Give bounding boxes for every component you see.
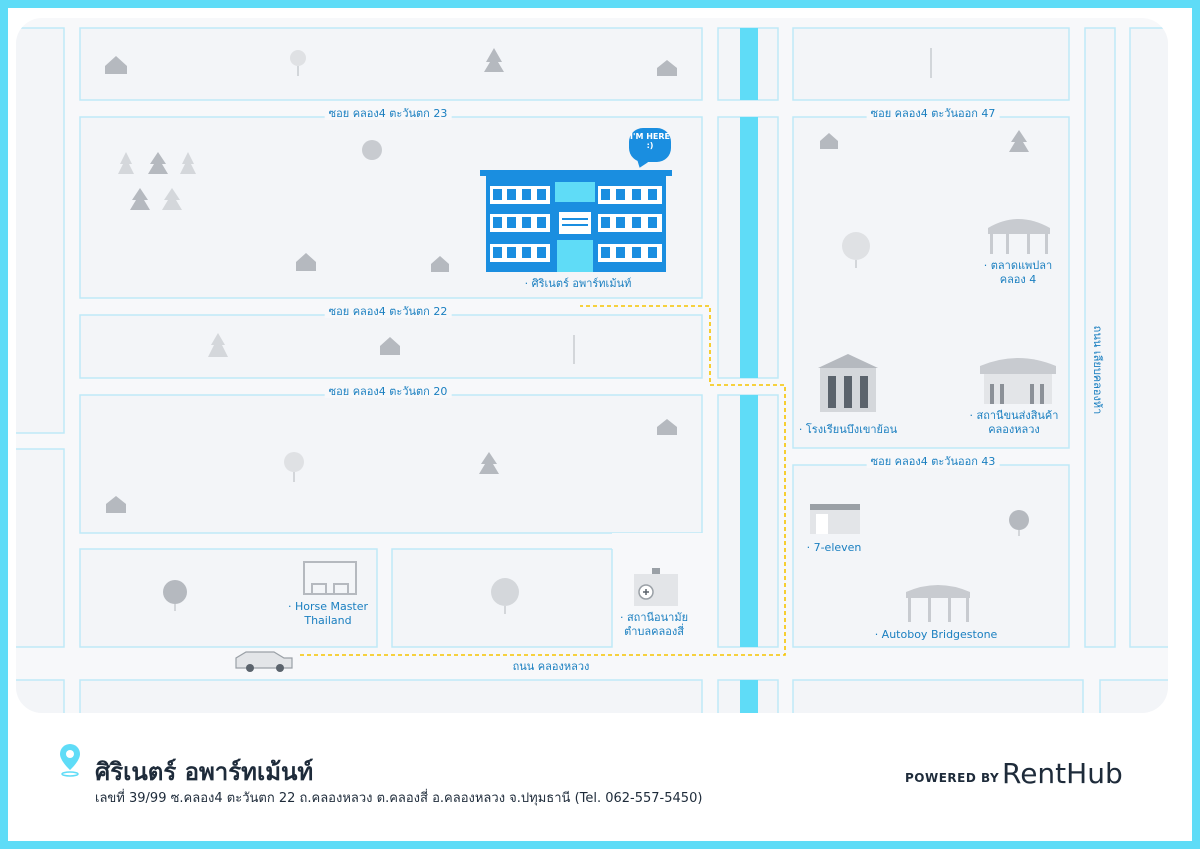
block-notch [612, 533, 704, 549]
road-label-soi43: ซอย คลอง4 ตะวันออก 43 [866, 456, 1000, 468]
tree-5 [118, 152, 134, 174]
road-label-soi23: ซอย คลอง4 ตะวันตก 23 [324, 108, 452, 120]
block-20 [16, 448, 65, 648]
block-17 [1129, 27, 1168, 648]
address-text: เลขที่ 39/99 ซ.คลอง4 ตะวันตก 22 ถ.คลองหล… [95, 791, 703, 806]
tree-8 [479, 452, 499, 474]
round-tree-5 [842, 232, 870, 260]
round-tree-3 [491, 578, 519, 606]
trees [118, 48, 1029, 606]
school-icon [818, 354, 878, 412]
autoboy-label: · Autoboy Bridgestone [874, 628, 998, 641]
tree-1 [484, 48, 504, 72]
powered-by-text: POWERED BY [905, 771, 1000, 785]
page-title: ศิริเนตร์ อพาร์ทเม้นท์ [95, 758, 314, 786]
map-canvas [16, 27, 1168, 713]
you-are-here-bubble: I'M HERE :) [629, 128, 671, 162]
route-line [300, 305, 786, 656]
autoboy-icon [906, 585, 970, 622]
renthub-logo[interactable]: RentHub [1002, 757, 1123, 790]
house-6 [657, 419, 677, 435]
block-19 [16, 27, 65, 434]
tree-trunks [174, 48, 1020, 614]
house-8 [820, 133, 838, 149]
transport-station-label: · สถานีขนส่งสินค้า คลองหลวง [969, 409, 1059, 436]
house-4 [431, 256, 449, 272]
horse-master-label: · Horse Master Thailand [287, 600, 369, 627]
location-pin-icon [56, 742, 84, 782]
road-label-soi22: ซอย คลอง4 ตะวันตก 22 [324, 306, 452, 318]
seven-eleven-label: · 7-eleven [806, 541, 862, 554]
block-15 [792, 679, 1084, 713]
road-label-soi20: ซอย คลอง4 ตะวันตก 20 [324, 386, 452, 398]
fish-market-icon [988, 219, 1050, 254]
fish-market-label: · ตลาดแพปลา คลอง 4 [983, 259, 1053, 286]
round-tree-1 [290, 50, 306, 66]
school-label: · โรงเรียนบึงเขาย้อน [798, 423, 898, 436]
tree-4 [162, 188, 182, 210]
road-label-vertical: ถนน เลียบคลองห้า [1091, 325, 1104, 415]
block-5 [79, 548, 378, 648]
canal-3 [740, 395, 758, 647]
block-1 [79, 27, 703, 101]
road-label-soi47: ซอย คลอง4 ตะวันออก 47 [866, 108, 1000, 120]
car-icon [235, 651, 293, 672]
tree-3 [130, 188, 150, 210]
apartment-building [480, 170, 672, 272]
horse-master-icon [303, 561, 357, 595]
health-station-label: · สถานีอนามัย ตำบลคลองสี่ [619, 611, 689, 638]
transport-station-icon [980, 358, 1056, 404]
block-18 [1099, 679, 1168, 713]
bush-1 [362, 140, 382, 160]
seven-eleven-icon [810, 504, 860, 534]
block-4 [79, 394, 703, 534]
tree-2 [148, 152, 168, 174]
block-21 [16, 679, 65, 713]
house-1 [105, 56, 127, 74]
round-tree-4 [284, 452, 304, 472]
houses [105, 56, 838, 513]
house-3 [296, 253, 316, 271]
round-tree-6 [1009, 510, 1029, 530]
round-tree-2 [163, 580, 187, 604]
canal-1 [740, 28, 758, 100]
health-station-icon [634, 568, 678, 606]
house-7 [106, 496, 126, 513]
map: ซอย คลอง4 ตะวันตก 23 ซอย คลอง4 ตะวันตก 2… [16, 18, 1168, 713]
tree-7 [208, 333, 228, 357]
building-label: · ศิริเนตร์ อพาร์ทเม้นท์ [524, 277, 632, 290]
block-7 [79, 679, 703, 713]
tree-9 [1009, 130, 1029, 152]
house-5 [380, 337, 400, 355]
canal-4 [740, 680, 758, 713]
canal-2 [740, 117, 758, 378]
tree-6 [180, 152, 196, 174]
block-16 [1084, 27, 1116, 648]
house-2 [657, 60, 677, 76]
road-label-main: ถนน คลองหลวง [508, 661, 594, 673]
